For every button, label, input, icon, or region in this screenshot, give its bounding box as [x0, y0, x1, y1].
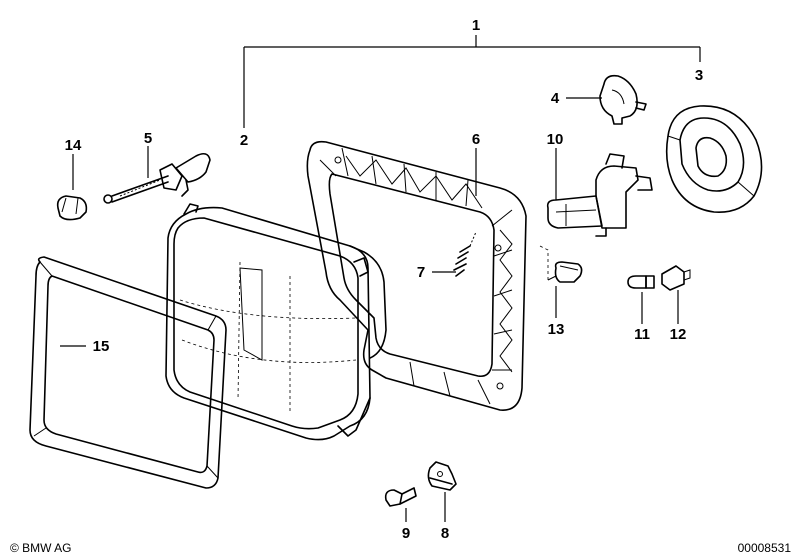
callout-12: 12: [670, 326, 687, 343]
adjusting-screw-drawing: [103, 152, 211, 204]
clip-nut-drawing: [427, 461, 457, 491]
callout-8: 8: [441, 525, 449, 542]
callout-numbers: 1 2 3 4 5 6 7 8 9 10 11 12 13 14 15: [65, 17, 704, 542]
callout-15: 15: [93, 338, 110, 355]
bulb-holder-drawing: [661, 265, 691, 291]
retaining-spring-drawing: [599, 74, 647, 125]
callout-5: 5: [144, 130, 152, 147]
small-bulb-drawing: [627, 275, 655, 289]
callout-6: 6: [472, 131, 480, 148]
bulb-cap-drawing: [665, 105, 763, 213]
callout-4: 4: [551, 90, 560, 107]
callout-14: 14: [65, 137, 82, 154]
leader-lines: [60, 97, 679, 522]
callout-11: 11: [634, 326, 650, 343]
copyright-text: © BMW AG: [10, 541, 72, 555]
trim-ring-drawing: [29, 256, 227, 489]
screw-drawing: [384, 487, 417, 507]
diagram-number: 00008531: [738, 541, 792, 555]
callout-1: 1: [472, 17, 480, 34]
callout-9: 9: [402, 525, 410, 542]
callout-3: 3: [695, 67, 703, 84]
mounting-frame-drawing: [306, 140, 527, 411]
cap-nut-drawing: [56, 195, 88, 221]
spring-drawing: [453, 231, 477, 277]
callout-2: 2: [240, 132, 248, 149]
bulb-socket-drawing: [539, 245, 583, 283]
callout-10: 10: [547, 131, 564, 148]
callout-7: 7: [417, 264, 425, 281]
callout-13: 13: [548, 321, 565, 338]
sealed-beam-drawing: [165, 203, 387, 441]
assembly-bracket-lines: [243, 35, 701, 128]
halogen-bulb-drawing: [546, 153, 653, 237]
